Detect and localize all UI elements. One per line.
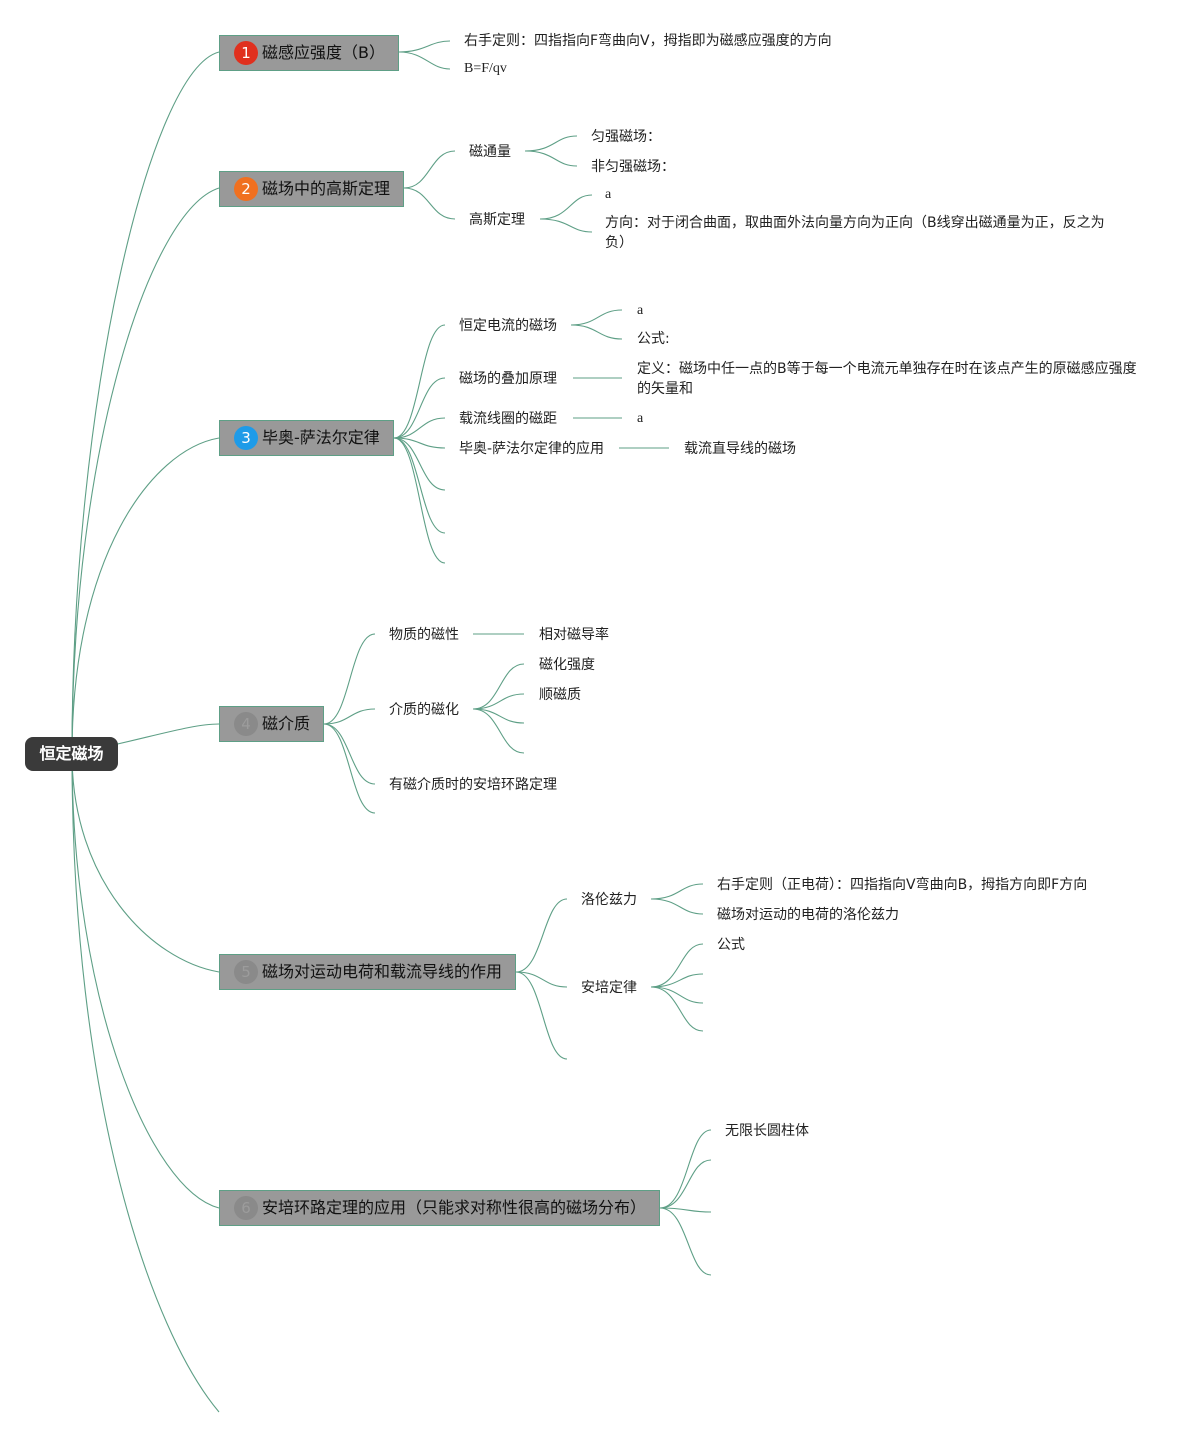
- link-b5-c1-g2: [650, 898, 704, 915]
- link-root-b5: [71, 753, 220, 973]
- leaf-right-hand-rule-positive[interactable]: 右手定则（正电荷）：四指指向V弯曲向B，拇指方向即F方向: [717, 877, 1088, 893]
- subtopic-superposition[interactable]: 磁场的叠加原理: [459, 371, 557, 387]
- number-badge: 4: [234, 712, 258, 736]
- topic-force-on-charges-and-wires[interactable]: 5 磁场对运动电荷和载流导线的作用: [219, 954, 516, 990]
- link-root-b6: [71, 753, 220, 1209]
- topic-label: 毕奥-萨法尔定律: [262, 428, 380, 447]
- topic-label: 磁场对运动电荷和载流导线的作用: [262, 962, 503, 981]
- link-b4-c1: [323, 633, 376, 725]
- link-b4-c4: [323, 723, 376, 814]
- link-b4-c2-g4: [472, 708, 525, 754]
- leaf-formula[interactable]: 公式:: [637, 331, 670, 347]
- link-b3-c5: [393, 437, 446, 491]
- link-root-b2: [71, 187, 220, 755]
- link-b6-c2: [659, 1159, 712, 1209]
- link-b3-c6: [393, 437, 446, 534]
- number-badge: 2: [234, 177, 258, 201]
- link-b5-c2-g3: [650, 986, 704, 1004]
- leaf-formula[interactable]: 公式: [717, 937, 745, 953]
- link-root-b7: [71, 753, 220, 1413]
- link-b3-c1-g1: [570, 309, 623, 326]
- link-b5-c1: [515, 898, 568, 973]
- leaf-relative-permeability[interactable]: 相对磁导率: [539, 627, 609, 643]
- root-topic[interactable]: 恒定磁场: [25, 737, 118, 771]
- link-b6-c3: [659, 1207, 712, 1213]
- topic-biot-savart[interactable]: 3 毕奥-萨法尔定律: [219, 420, 394, 456]
- link-b2-c2: [403, 187, 456, 220]
- topic-gauss-theorem[interactable]: 2 磁场中的高斯定理: [219, 171, 404, 207]
- leaf-straight-wire-field[interactable]: 载流直导线的磁场: [684, 441, 796, 457]
- number-badge: 3: [234, 426, 258, 450]
- link-b4-c2: [323, 708, 376, 725]
- topic-magnetic-induction[interactable]: 1 磁感应强度（B）: [219, 35, 399, 71]
- link-b3-c1-g2: [570, 324, 623, 340]
- link-b5-c2: [515, 971, 568, 988]
- topic-label: 安培环路定理的应用（只能求对称性很高的磁场分布）: [262, 1198, 647, 1217]
- link-b5-c2-g4: [650, 986, 704, 1032]
- number-badge: 5: [234, 960, 258, 984]
- link-b5-c2-g1: [650, 943, 704, 988]
- link-b4-c2-g2: [472, 693, 525, 710]
- subtopic-material-magnetism[interactable]: 物质的磁性: [389, 627, 459, 643]
- link-b6-c4: [659, 1207, 712, 1276]
- subtopic-lorentz-force[interactable]: 洛伦兹力: [581, 892, 637, 908]
- link-b4-c3: [323, 723, 376, 785]
- link-b2-c1-g2: [524, 150, 578, 167]
- leaf-lorentz-on-moving-charge[interactable]: 磁场对运动的电荷的洛伦兹力: [717, 907, 899, 923]
- subtopic-magnetization[interactable]: 介质的磁化: [389, 702, 459, 718]
- leaf-magnetization-intensity[interactable]: 磁化强度: [539, 657, 595, 673]
- link-b5-c1-g1: [650, 883, 704, 900]
- subtopic-ampere-law[interactable]: 安培定律: [581, 980, 637, 996]
- leaf-a[interactable]: a: [637, 303, 644, 318]
- leaf-paramagnetic[interactable]: 顺磁质: [539, 687, 581, 703]
- link-b6-c1: [659, 1129, 712, 1209]
- leaf-nonuniform-field[interactable]: 非匀强磁场：: [591, 159, 675, 175]
- link-b3-c3: [393, 417, 446, 439]
- link-b2-c2-g2: [539, 218, 593, 233]
- link-b2-c2-g1: [539, 194, 593, 220]
- topic-label: 磁介质: [262, 714, 311, 733]
- subtopic-gauss[interactable]: 高斯定理: [469, 212, 525, 228]
- link-b2-c1-g1: [524, 135, 578, 152]
- topic-label: 磁场中的高斯定理: [262, 179, 391, 198]
- link-b1-c2: [398, 51, 451, 70]
- link-b5-c3: [515, 971, 568, 1060]
- topic-ampere-circuit-application[interactable]: 6 安培环路定理的应用（只能求对称性很高的磁场分布）: [219, 1190, 660, 1226]
- subtopic-formula[interactable]: B=F/qv: [464, 61, 507, 76]
- leaf-direction[interactable]: 方向：对于闭合曲面，取曲面外法向量方向为正向（B线穿出磁通量为正，反之为负）: [605, 215, 1105, 251]
- topic-label: 磁感应强度（B）: [262, 43, 385, 62]
- number-badge: 6: [234, 1196, 258, 1220]
- leaf-superposition-definition[interactable]: 定义：磁场中任一点的B等于每一个电流元单独存在时在该点产生的原磁感应强度的矢量和: [637, 361, 1137, 397]
- subtopic-steady-current-field[interactable]: 恒定电流的磁场: [459, 318, 557, 334]
- link-b3-c7: [393, 437, 446, 564]
- subtopic-ampere-law-in-media[interactable]: 有磁介质时的安培环路定理: [389, 777, 557, 793]
- link-b3-c1: [393, 324, 446, 439]
- link-b2-c1: [403, 150, 456, 189]
- link-root-b1: [71, 51, 220, 755]
- subtopic-infinite-cylinder[interactable]: 无限长圆柱体: [725, 1123, 809, 1139]
- link-b3-c4: [393, 437, 446, 449]
- subtopic-right-hand-rule[interactable]: 右手定则：四指指向F弯曲向V，拇指即为磁感应强度的方向: [464, 33, 832, 49]
- number-badge: 1: [234, 41, 258, 65]
- link-root-b3: [71, 437, 220, 755]
- topic-magnetic-media[interactable]: 4 磁介质: [219, 706, 324, 742]
- leaf-a[interactable]: a: [605, 187, 612, 202]
- subtopic-coil-moment[interactable]: 载流线圈的磁距: [459, 411, 557, 427]
- subtopic-magnetic-flux[interactable]: 磁通量: [469, 144, 511, 160]
- link-b3-c2: [393, 377, 446, 439]
- link-b1-c1: [398, 40, 451, 53]
- link-b5-c2-g2: [650, 973, 704, 988]
- link-b4-c2-g1: [472, 663, 525, 710]
- subtopic-biot-savart-application[interactable]: 毕奥-萨法尔定律的应用: [459, 441, 605, 457]
- leaf-a[interactable]: a: [637, 411, 644, 426]
- leaf-uniform-field[interactable]: 匀强磁场：: [591, 129, 661, 145]
- link-b4-c2-g3: [472, 708, 525, 724]
